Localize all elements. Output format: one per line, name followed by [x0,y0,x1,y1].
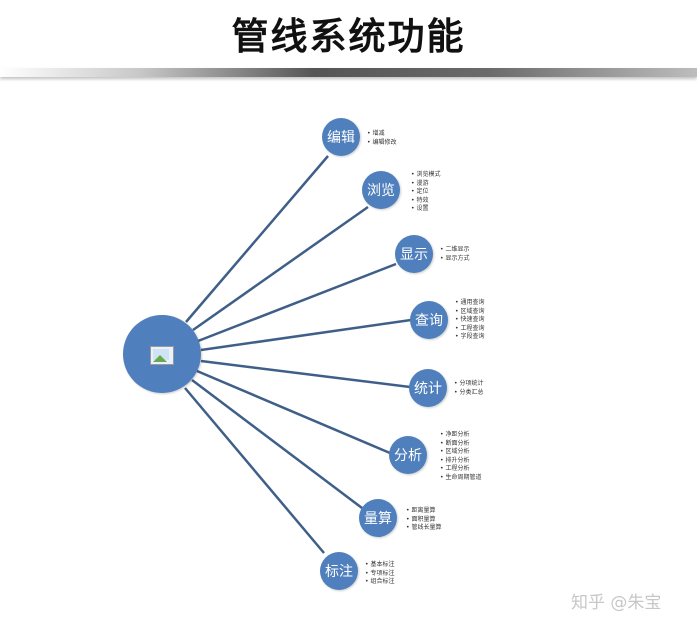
list-item: 生命周期管道 [440,474,481,483]
list-item: 专项标注 [365,570,394,579]
node-analysis: 分析 [389,436,427,474]
list-item: 字段查询 [455,333,484,342]
list-item: 编辑修改 [367,139,396,148]
list-query: 通用查询 区域查询 快速查询 工程查询 字段查询 [455,299,484,342]
list-item: 分项统计 [454,380,483,389]
list-item: 漫游 [411,180,440,189]
list-item: 组合标注 [365,578,394,587]
list-item: 区域分析 [440,448,481,457]
connector-measure [191,379,363,509]
list-item: 分类汇总 [454,389,483,398]
connector-analysis [196,369,391,455]
list-item: 距离量算 [406,507,441,516]
list-item: 排升分析 [440,457,481,466]
node-display: 显示 [395,235,433,273]
connector-edit [185,155,329,323]
list-edit: 增减 编辑修改 [367,130,396,147]
list-item: 特效 [411,197,440,206]
list-item: 区域查询 [455,308,484,317]
list-measure: 距离量算 面积量算 管线长量算 [406,507,441,533]
list-item: 二维显示 [440,246,469,255]
list-display: 二维显示 显示方式 [440,246,469,263]
list-item: 面积量算 [406,516,441,525]
node-statistics: 统计 [409,369,447,407]
picture-placeholder-icon [150,346,174,365]
list-item: 通用查询 [455,299,484,308]
node-annotation: 标注 [320,552,358,590]
list-item: 定位 [411,188,440,197]
list-item: 工程查询 [455,325,484,334]
list-statistics: 分项统计 分类汇总 [454,380,483,397]
connector-statistics [200,359,411,389]
connector-query [200,318,412,352]
node-measure: 量算 [359,499,397,537]
center-hub-node [123,315,201,393]
list-item: 快速查询 [455,316,484,325]
node-query: 查询 [410,301,448,339]
node-browse: 浏览 [362,171,400,209]
list-item: 工程分析 [440,465,481,474]
list-item: 增减 [367,130,396,139]
connector-annotation [184,387,325,554]
node-edit: 编辑 [322,118,360,156]
list-item: 断面分析 [440,440,481,449]
list-item: 浏览模式 [411,171,440,180]
connector-display [197,262,397,343]
list-item: 设置 [411,205,440,214]
list-browse: 浏览模式 漫游 定位 特效 设置 [411,171,440,214]
title-divider [0,68,697,77]
list-item: 显示方式 [440,255,469,264]
list-item: 管线长量算 [406,524,441,533]
list-analysis: 净距分析 断面分析 区域分析 排升分析 工程分析 生命周期管道 [440,431,481,483]
list-annotation: 基本标注 专项标注 组合标注 [365,561,394,587]
page-title: 管线系统功能 [231,15,466,58]
connector-browse [192,205,369,332]
list-item: 净距分析 [440,431,481,440]
watermark: 知乎 @朱宝 [571,593,662,613]
list-item: 基本标注 [365,561,394,570]
